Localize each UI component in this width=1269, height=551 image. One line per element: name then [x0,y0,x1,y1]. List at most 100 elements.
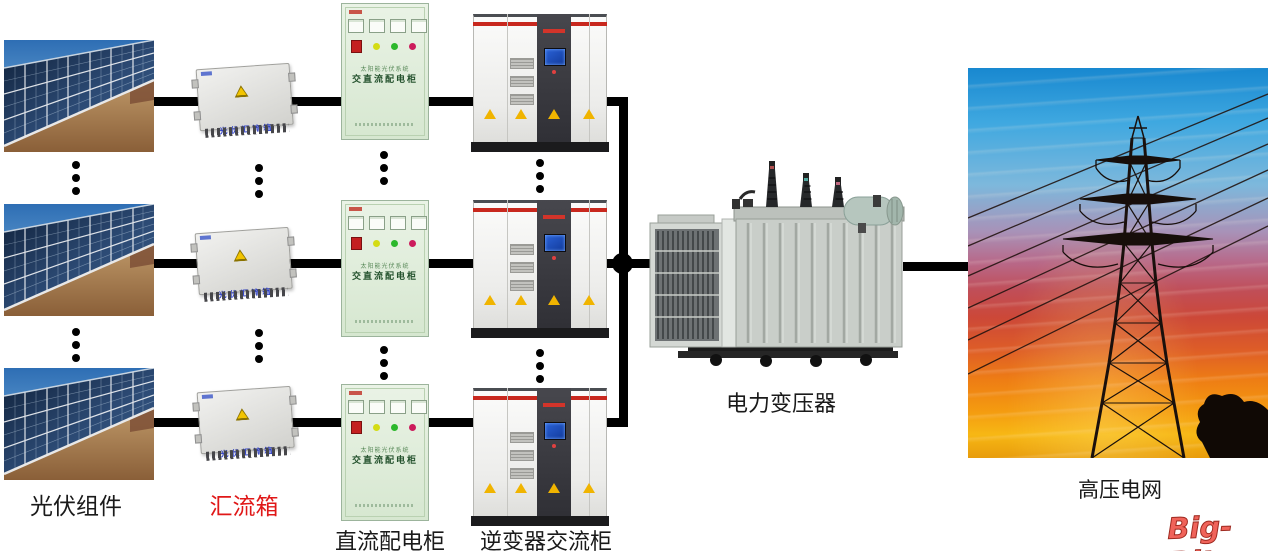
display-screen [544,48,566,66]
combiner-box-1: 光伏汇流箱 [191,61,298,144]
display-screen [544,234,566,252]
warning-triangle-icon [515,295,527,305]
vent-grille [510,94,534,105]
caption-hv-grid: 高压电网 [1078,478,1162,502]
yellow-lamp [373,424,380,431]
cabinet-subtitle: 太阳能光伏系统 [360,448,410,454]
door-seam [507,14,508,152]
dc-cabinet-3: 太阳能光伏系统 交直流配电柜 [341,384,429,521]
brand-logo-mark [349,391,362,395]
warning-triangle-icon [484,109,496,119]
warning-triangle-icon [484,483,496,493]
connection-line [427,97,477,106]
connection-line [281,418,343,427]
red-lamp [409,240,416,247]
manufacturer-fine-print [354,320,416,323]
green-lamp [391,240,398,247]
warning-triangle-icon [583,295,595,305]
manufacturer-fine-print [354,123,416,126]
mounting-tab [192,402,200,412]
combiner-box-3: 光伏汇流箱 [192,384,299,467]
ellipsis-dots [536,159,544,193]
red-lamp [409,424,416,431]
pv-module-photo-1 [4,40,154,152]
door-seam [589,388,590,526]
brand-logo-mark [349,207,362,211]
control-column [537,200,571,338]
vent-grille [510,280,534,291]
display-screen [544,422,566,440]
warning-triangle-icon [548,483,560,493]
caption-dc-cabinet: 直流配电柜 [334,529,446,551]
status-led [552,444,556,448]
cabinet-title: 交直流配电柜 [351,271,418,281]
mounting-tab [190,243,198,253]
dc-cabinet-1: 太阳能光伏系统 交直流配电柜 [341,3,429,140]
combiner-box-2: 光伏汇流箱 [190,225,297,308]
vent-grille [510,76,534,87]
red-lamp [409,43,416,50]
indicator-lights [351,421,416,434]
ellipsis-dots [72,161,80,195]
connection-line [604,97,628,106]
vent-grille [510,432,534,443]
meter-row [348,400,427,414]
control-column [537,14,571,152]
connection-line [427,418,477,427]
inverter-cabinet-1 [471,14,609,152]
mounting-tab [289,395,297,405]
cabinet-door-outline [345,204,425,333]
warning-triangle-icon [583,109,595,119]
ellipsis-dots [255,164,263,198]
brand-logo-mark [543,403,565,407]
brand-logo-mark [543,29,565,33]
control-column [537,388,571,526]
brand-logo-mark [201,394,214,400]
connection-line [150,259,198,268]
mounting-tab [194,434,203,444]
status-led [552,256,556,260]
vent-grille [510,58,534,69]
ellipsis-dots [380,151,388,185]
cabinet-plinth [471,516,609,526]
warning-triangle-icon [515,109,527,119]
mounting-tab [193,111,202,121]
ellipsis-dots [536,349,544,383]
cabinet-door-outline [345,388,425,517]
connection-line [283,259,343,268]
brand-logo-mark [543,215,565,219]
inverter-cabinet-3 [471,388,609,526]
inverter-cabinet-2 [471,200,609,338]
connection-line [150,97,198,106]
meter-row [348,216,427,230]
mounting-tab [192,275,201,285]
indicator-lights [351,40,416,53]
door-seam [589,200,590,338]
vent-grille [510,450,534,461]
bigbit-watermark-logo: Big-Bit [1166,509,1233,551]
door-seam [507,200,508,338]
meter-row [348,19,427,33]
green-lamp [391,424,398,431]
connection-line [150,418,202,427]
cabinet-plinth [471,328,609,338]
mounting-tab [290,104,298,114]
green-lamp [391,43,398,50]
brand-logo-mark [200,71,213,77]
red-switch [351,237,362,250]
cabinet-subtitle: 太阳能光伏系统 [360,264,410,270]
connection-line [427,259,477,268]
status-led [552,70,556,74]
hv-grid-photo [968,68,1268,458]
vent-grille [510,244,534,255]
cabinet-subtitle: 太阳能光伏系统 [360,67,410,73]
connection-line [603,418,628,427]
brand-logo-mark [349,10,362,14]
caption-transformer: 电力变压器 [725,391,837,416]
caption-combiner-box: 汇流箱 [209,494,279,519]
mounting-tab [288,72,296,82]
cabinet-door-outline [345,7,425,136]
warning-triangle-icon [583,483,595,493]
connection-line [283,97,343,106]
caption-inverter-cabinet: 逆变器交流柜 [479,529,613,551]
